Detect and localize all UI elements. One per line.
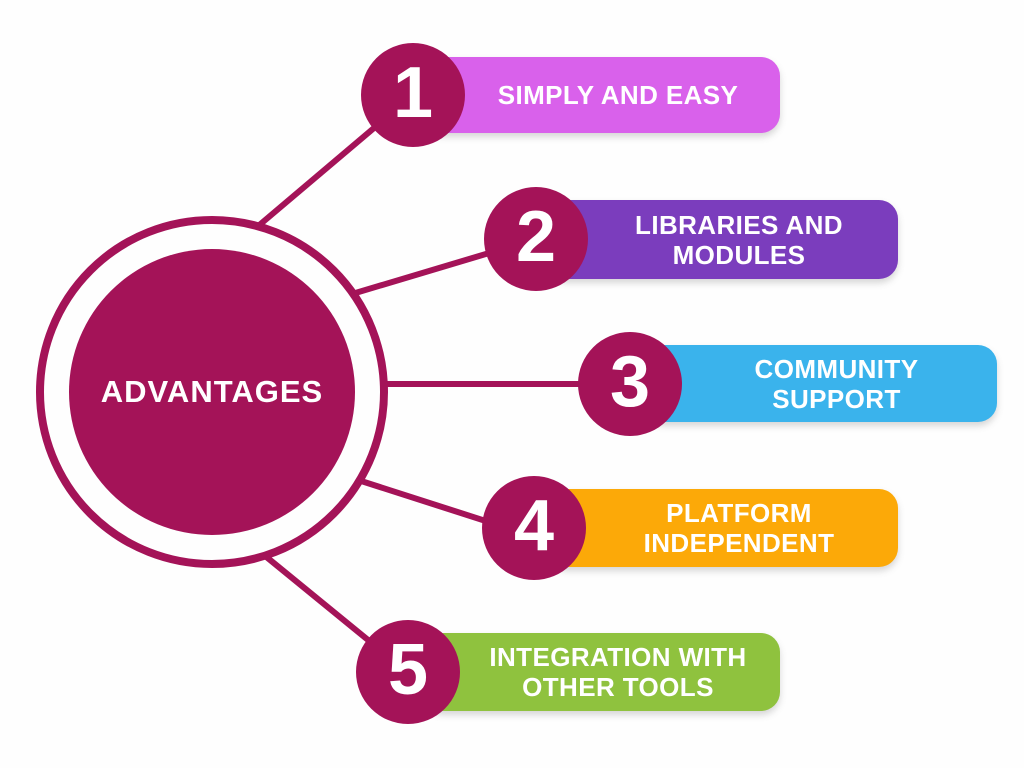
item-3-number: 3 [609, 342, 651, 422]
diagram-title: ADVANTAGES [100, 374, 324, 409]
item-2-number-badge: 2 [484, 187, 588, 291]
item-1-pill: SIMPLY AND EASY [424, 57, 780, 133]
item-2-label: LIBRARIES AND MODULES [635, 209, 843, 270]
item-4-number: 4 [513, 486, 555, 566]
item-2-pill: LIBRARIES AND MODULES [548, 200, 898, 279]
item-5-number-badge: 5 [356, 620, 460, 724]
item-3-number-badge: 3 [578, 332, 682, 436]
item-5-pill: INTEGRATION WITH OTHER TOOLS [424, 633, 780, 711]
item-3-label: COMMUNITY SUPPORT [754, 353, 919, 414]
item-5-number: 5 [387, 630, 429, 710]
center-circle: ADVANTAGES [69, 249, 355, 535]
item-1-number-badge: 1 [361, 43, 465, 147]
item-1-label: SIMPLY AND EASY [497, 80, 739, 110]
item-4-number-badge: 4 [482, 476, 586, 580]
item-1-number: 1 [392, 53, 434, 133]
item-4-pill: PLATFORM INDEPENDENT [548, 489, 898, 567]
item-3-pill: COMMUNITY SUPPORT [644, 345, 997, 422]
item-4-label: PLATFORM INDEPENDENT [643, 498, 835, 558]
item-2-number: 2 [515, 197, 557, 277]
item-5-label: INTEGRATION WITH OTHER TOOLS [489, 642, 747, 702]
